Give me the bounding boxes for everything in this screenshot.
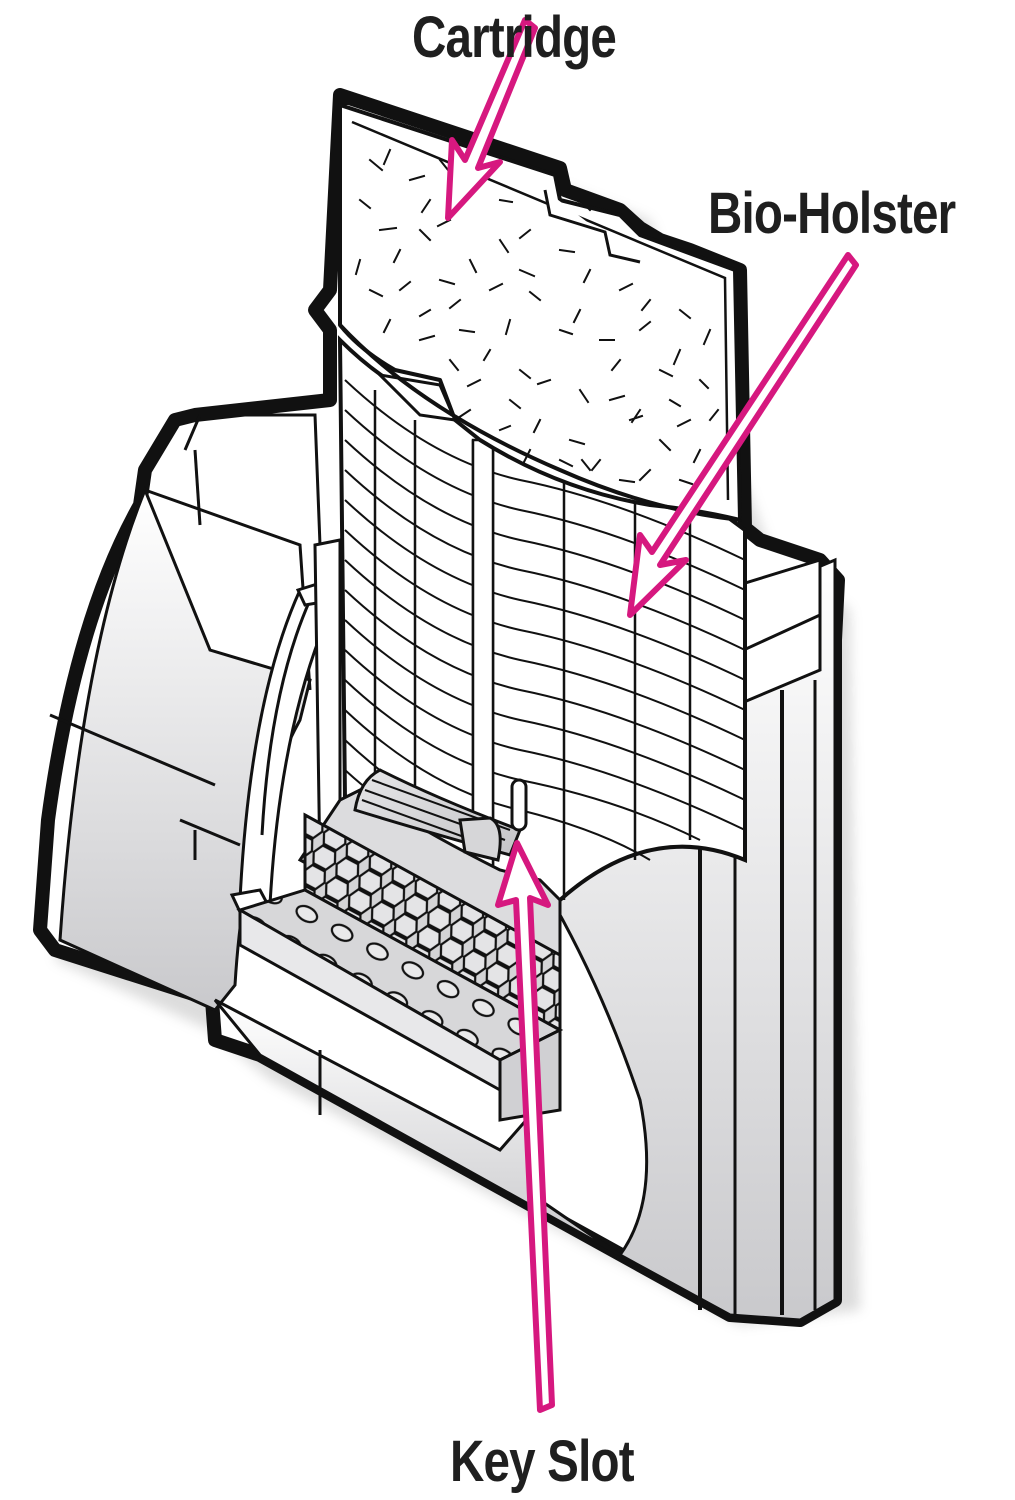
key-slot-arrow bbox=[495, 840, 555, 1413]
filter-tray bbox=[236, 768, 564, 1122]
key-slot-label: Key Slot bbox=[450, 1429, 635, 1494]
bio-holster-arrow bbox=[627, 252, 859, 618]
bio-holster-label: Bio-Holster bbox=[708, 181, 956, 246]
key-slot-tab bbox=[510, 778, 528, 832]
cartridge-arrow bbox=[445, 17, 538, 221]
cartridge-label: Cartridge bbox=[412, 5, 617, 70]
